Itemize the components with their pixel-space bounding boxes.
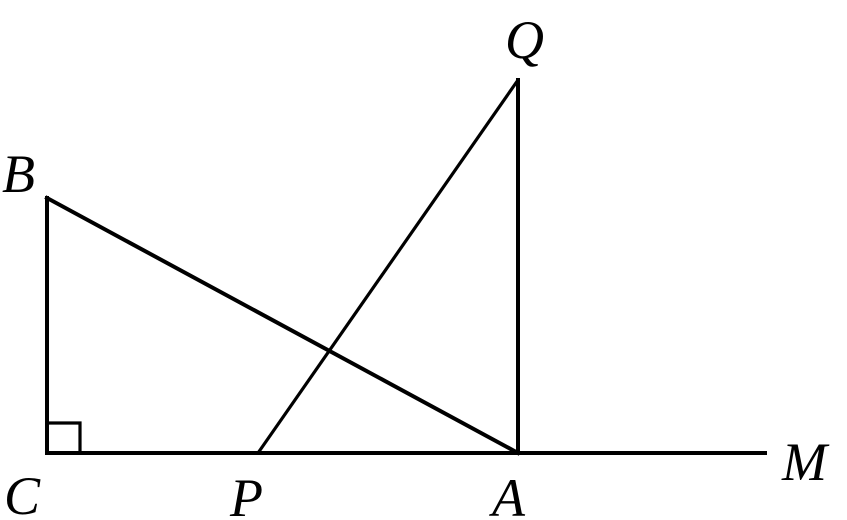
segment-ba <box>44 195 521 456</box>
label-p: P <box>229 468 263 520</box>
label-b: B <box>2 144 35 204</box>
label-q: Q <box>505 10 544 70</box>
label-m: M <box>781 432 830 492</box>
label-c: C <box>4 466 41 520</box>
right-angle-mark-c <box>47 421 82 453</box>
label-a: A <box>489 468 526 520</box>
segment-pq <box>256 79 520 454</box>
